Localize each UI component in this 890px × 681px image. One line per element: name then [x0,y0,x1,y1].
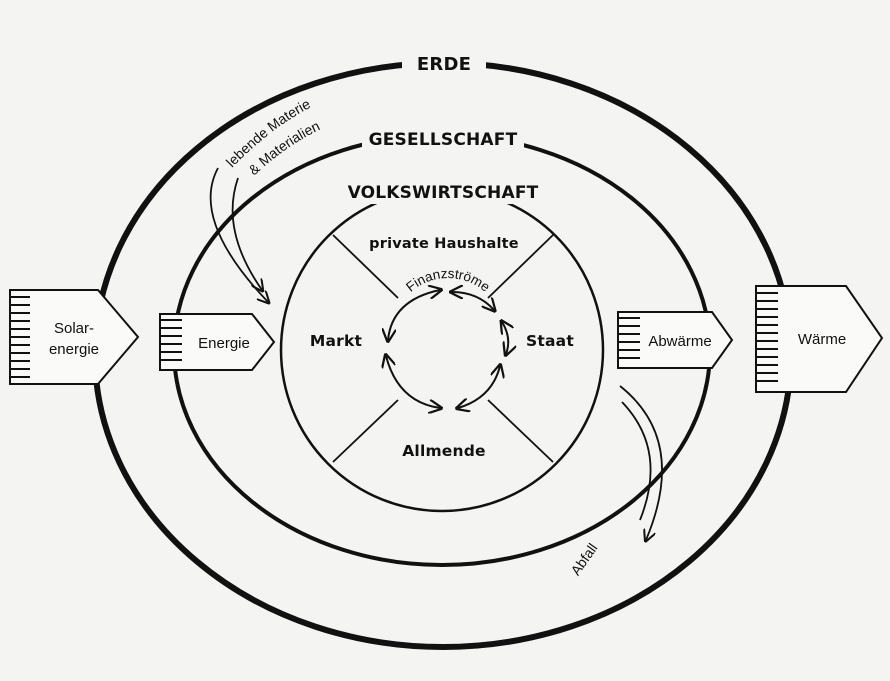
flow-arrow-right [502,322,508,354]
waste-heat-label: Abwärme [648,333,711,350]
economy-label: VOLKSWIRTSCHAFT [348,183,539,203]
sector-divider-bl [332,399,399,463]
flow-arrow-bottom-right [458,366,500,408]
earth-label: ERDE [417,54,471,75]
sector-divider-tr [487,234,554,299]
households-label: private Haushalte [369,236,519,252]
solar-energy-label-line2: energie [49,341,99,358]
solar-energy-label-line1: Solar- [54,320,94,337]
financial-flows-label: Finanzströme [403,266,493,295]
energy-label: Energie [198,335,250,352]
material-inflow-arrow-1 [209,167,268,302]
waste-heat-hatch-lines [618,317,640,359]
society-label: GESELLSCHAFT [369,130,518,150]
sector-divider-br [487,399,554,463]
flow-arrow-top [452,292,494,310]
solar-hatch-lines [10,296,30,378]
energy-hatch-lines [160,319,182,361]
flow-arrow-bottom-left [386,356,440,408]
commons-label: Allmende [402,442,486,460]
heat-output-block [755,285,884,393]
waste-outflow-arrow-2 [621,401,652,521]
material-inflow-arrow-2 [231,177,262,290]
flow-arrow-top-left [388,290,440,340]
waste-outflow-arrow-1 [619,385,663,540]
market-label: Markt [310,332,363,350]
heat-output-label: Wärme [798,331,846,348]
heat-hatch-lines [756,292,778,382]
state-label: Staat [526,332,574,350]
waste-label: Abfall [567,540,600,578]
